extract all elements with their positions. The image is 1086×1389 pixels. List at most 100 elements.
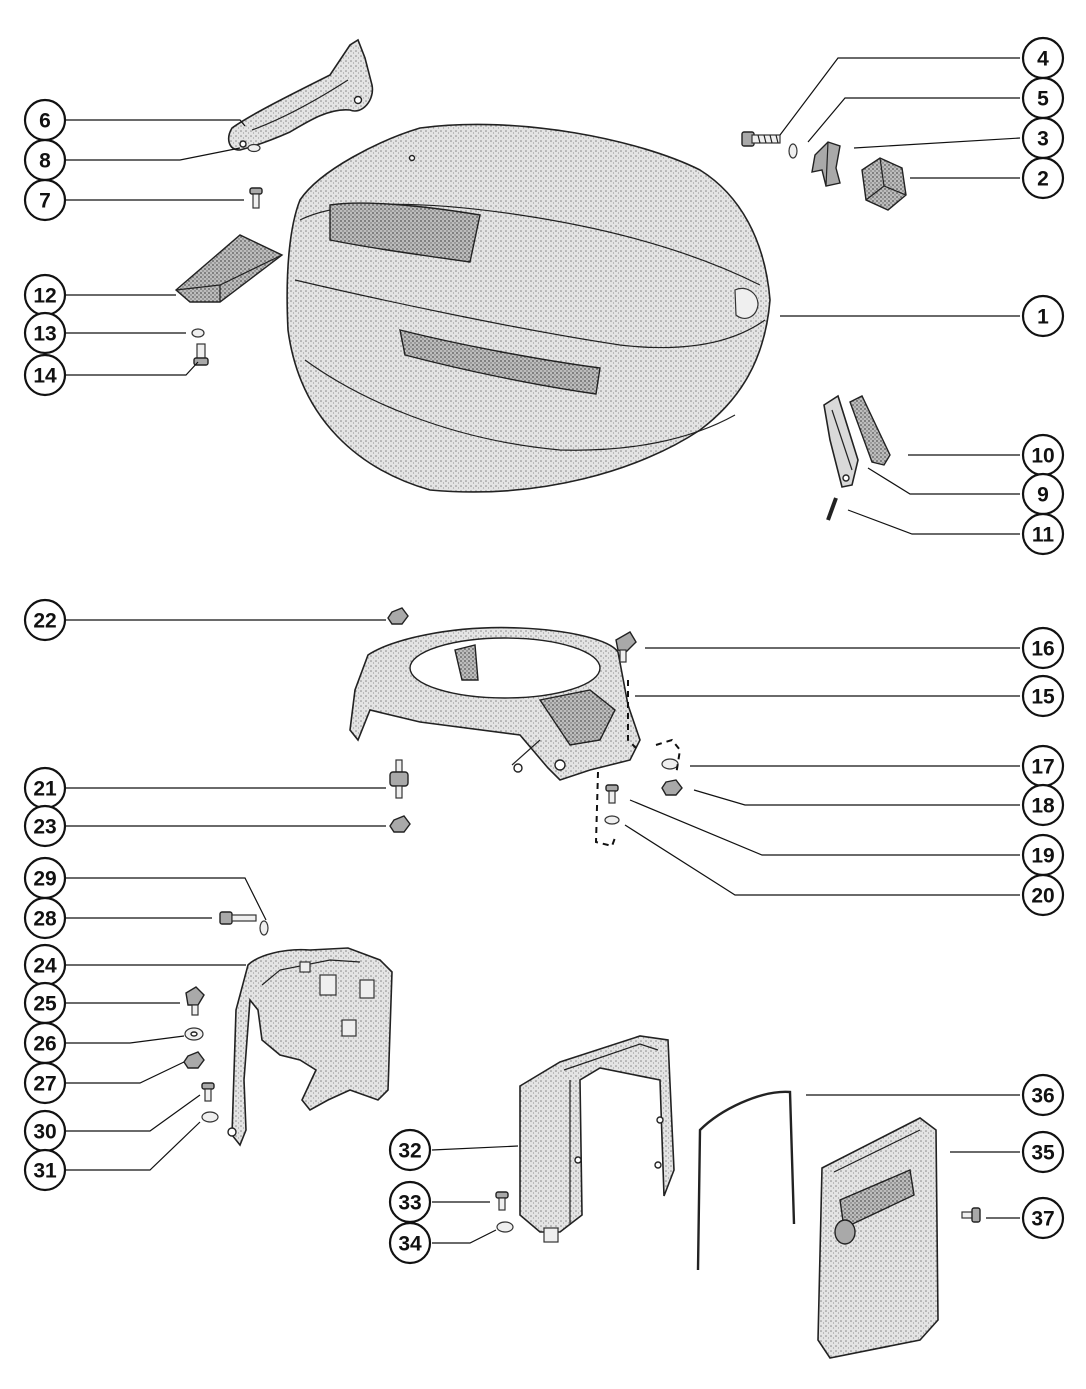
washer: [184, 1027, 204, 1041]
callout-37: 37: [1021, 1196, 1065, 1240]
callout-5: 5: [1021, 76, 1065, 120]
latch-bracket: [811, 141, 841, 187]
screw: [201, 1082, 215, 1102]
svg-text:2: 2: [1037, 168, 1049, 191]
svg-text:9: 9: [1037, 484, 1049, 507]
svg-text:34: 34: [398, 1233, 422, 1256]
svg-text:5: 5: [1037, 88, 1049, 111]
callout-36: 36: [1021, 1073, 1065, 1117]
svg-text:19: 19: [1031, 845, 1054, 868]
callout-12: 12: [23, 273, 67, 317]
svg-text:29: 29: [33, 868, 56, 891]
leader-lines: [66, 57, 1021, 1244]
rear-frame: [519, 1035, 675, 1243]
cowl-handle: [227, 38, 374, 151]
svg-text:32: 32: [398, 1140, 421, 1163]
callout-33: 33: [388, 1180, 432, 1224]
screw: [249, 187, 263, 209]
svg-text:21: 21: [33, 778, 57, 801]
callout-18: 18: [1021, 783, 1065, 827]
stud-fitting: [389, 759, 409, 799]
callout-31: 31: [23, 1148, 67, 1192]
assembly-dashes: [594, 680, 682, 848]
svg-text:16: 16: [1031, 638, 1054, 661]
svg-text:37: 37: [1031, 1208, 1054, 1231]
callout-4: 4: [1021, 36, 1065, 80]
svg-text:4: 4: [1037, 48, 1049, 71]
rear-cover: [817, 1117, 939, 1359]
svg-text:3: 3: [1037, 128, 1049, 151]
callout-26: 26: [23, 1021, 67, 1065]
svg-text:14: 14: [33, 365, 57, 388]
callout-14: 14: [23, 353, 67, 397]
callout-30: 30: [23, 1109, 67, 1153]
svg-text:7: 7: [39, 190, 51, 213]
svg-text:20: 20: [1031, 885, 1054, 908]
latch-cover: [849, 395, 891, 466]
svg-text:30: 30: [33, 1121, 56, 1144]
washer: [247, 143, 261, 153]
callout-34: 34: [388, 1221, 432, 1265]
callout-13: 13: [23, 311, 67, 355]
svg-text:11: 11: [1032, 524, 1055, 547]
svg-text:1: 1: [1037, 306, 1049, 329]
svg-text:6: 6: [39, 110, 51, 133]
svg-text:13: 13: [33, 323, 56, 346]
svg-text:18: 18: [1031, 795, 1055, 818]
svg-text:15: 15: [1031, 686, 1055, 709]
callout-20: 20: [1021, 873, 1065, 917]
callout-27: 27: [23, 1061, 67, 1105]
svg-text:31: 31: [33, 1160, 57, 1183]
callout-22: 22: [23, 598, 67, 642]
svg-text:27: 27: [33, 1073, 56, 1096]
lower-cowl-pan: [349, 626, 641, 781]
bumper-block: [861, 157, 907, 211]
washer: [201, 1111, 219, 1123]
svg-text:25: 25: [33, 993, 57, 1016]
fitting: [615, 631, 637, 663]
nut: [387, 607, 409, 625]
washer: [259, 920, 269, 936]
callout-28: 28: [23, 896, 67, 940]
bolt: [219, 911, 257, 925]
svg-text:23: 23: [33, 816, 56, 839]
svg-text:12: 12: [33, 285, 56, 308]
callout-7: 7: [23, 178, 67, 222]
callout-32: 32: [388, 1128, 432, 1172]
callout-3: 3: [1021, 116, 1065, 160]
callout-17: 17: [1021, 744, 1065, 788]
callout-21: 21: [23, 766, 67, 810]
latch-lever: [823, 394, 859, 488]
svg-text:36: 36: [1031, 1085, 1054, 1108]
svg-text:28: 28: [33, 908, 57, 931]
nut: [661, 779, 683, 796]
top-cowl: [286, 123, 771, 493]
seal-strip: [696, 1090, 796, 1271]
callout-1: 1: [1021, 294, 1065, 338]
svg-text:22: 22: [33, 610, 56, 633]
callout-23: 23: [23, 804, 67, 848]
bolt: [741, 131, 781, 147]
seal-block: [174, 234, 284, 303]
washer: [788, 143, 798, 159]
svg-text:10: 10: [1031, 445, 1054, 468]
pin: [826, 497, 838, 521]
svg-text:26: 26: [33, 1033, 56, 1056]
screw: [193, 343, 209, 366]
callout-16: 16: [1021, 626, 1065, 670]
mounting-bracket: [227, 947, 393, 1147]
fitting: [185, 986, 205, 1016]
washer: [661, 758, 679, 770]
svg-text:8: 8: [39, 150, 51, 173]
callout-15: 15: [1021, 674, 1065, 718]
callout-29: 29: [23, 856, 67, 900]
callout-25: 25: [23, 981, 67, 1025]
screw: [961, 1207, 981, 1223]
callout-11: 11: [1021, 512, 1065, 556]
washer: [604, 815, 620, 825]
callout-10: 10: [1021, 433, 1065, 477]
svg-text:33: 33: [398, 1192, 421, 1215]
callout-19: 19: [1021, 833, 1065, 877]
nut: [183, 1051, 205, 1069]
svg-text:24: 24: [33, 955, 57, 978]
